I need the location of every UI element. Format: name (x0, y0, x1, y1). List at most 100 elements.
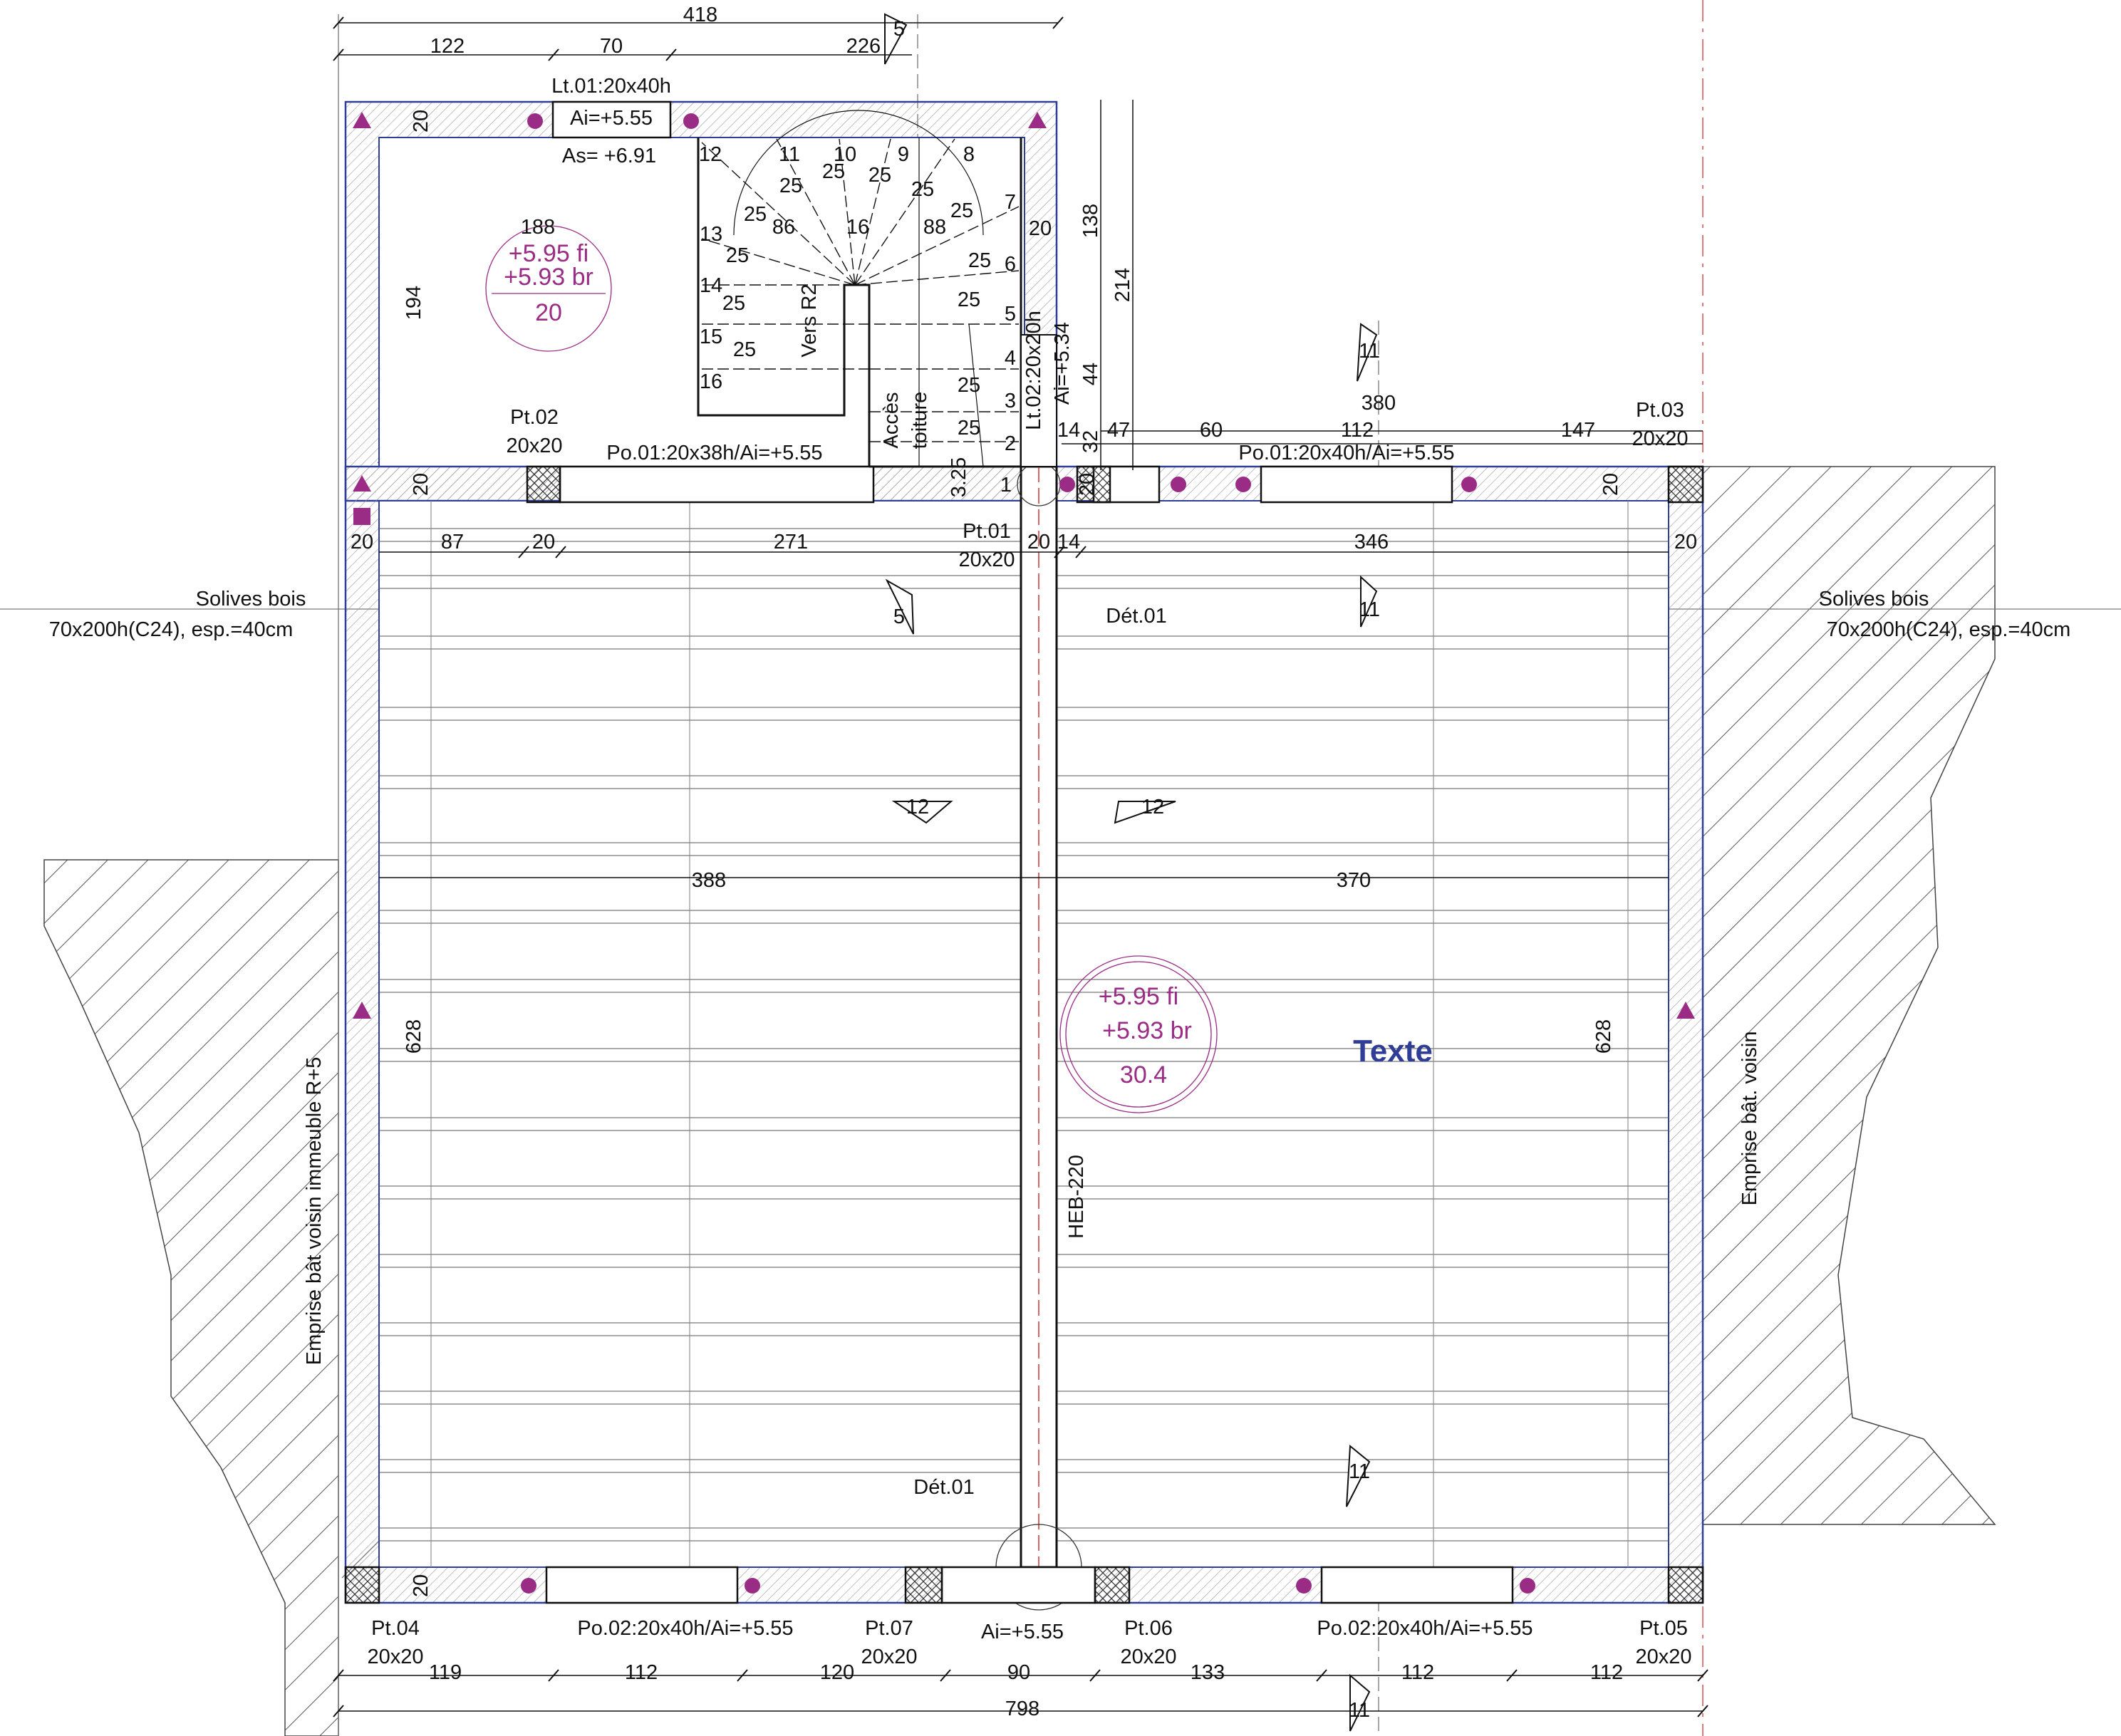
neighbor-right-label: Emprise bât. voisin (1738, 1031, 1761, 1206)
pt01-name: Pt.01 (963, 520, 1011, 543)
beam-ai-bottom: Ai=+5.55 (981, 1621, 1064, 1643)
dim-628-left: 628 (403, 1019, 425, 1054)
going-6: 25 (958, 289, 980, 311)
dim-346: 346 (1354, 531, 1389, 553)
going-1: 25 (822, 160, 845, 183)
dimension-ticks (333, 16, 1708, 1717)
step-16: 16 (700, 370, 722, 393)
level-markers (353, 112, 1695, 1594)
wall-20-f: 20 (351, 531, 373, 553)
texte-label: Texte (1353, 1034, 1433, 1069)
lintel-ai: Ai=+5.55 (570, 107, 653, 130)
lt02-name: Lt.02:20x20h (1022, 311, 1045, 430)
dim-top-70: 70 (600, 35, 623, 58)
section-mark-12-b: 12 (1141, 796, 1164, 818)
wall-20-a: 20 (410, 110, 432, 132)
posts (344, 465, 1704, 1604)
dim-138: 138 (1079, 204, 1102, 238)
dim-370: 370 (1337, 869, 1371, 892)
neighbor-left-hatch (43, 859, 339, 1736)
section-mark-5-top: 5 (893, 18, 905, 41)
section-mark-11-a: 11 (1359, 340, 1380, 363)
step-5: 5 (1005, 303, 1016, 326)
staircase (697, 110, 1057, 468)
joists (379, 501, 1669, 1567)
pt04-name: Pt.04 (371, 1617, 420, 1640)
lintel-name: Lt.01:20x40h (551, 75, 671, 98)
going-11: 25 (726, 244, 749, 267)
dim-32: 32 (1079, 430, 1102, 453)
main-level-fi: +5.95 fi (1099, 983, 1178, 1010)
pt04-size: 20x20 (367, 1646, 423, 1668)
dim-top-226: 226 (846, 35, 881, 58)
step-1: 1 (1000, 474, 1012, 497)
beam-po01-left: Po.01:20x38h/Ai=+5.55 (606, 442, 822, 464)
dim-top-122: 122 (430, 35, 465, 58)
lintel-as: As= +6.91 (562, 145, 656, 167)
pt05-size: 20x20 (1635, 1646, 1691, 1668)
dimension-lines (338, 22, 1703, 1712)
pt02-name: Pt.02 (510, 406, 559, 429)
dim-90: 90 (1007, 1661, 1030, 1684)
step-10: 10 (834, 143, 856, 166)
section-mark-11-d: 11 (1349, 1699, 1370, 1722)
step-3: 3 (1005, 390, 1016, 412)
dim-87: 87 (441, 531, 464, 553)
main-slab: 30.4 (1120, 1061, 1167, 1088)
wall-20-e: 20 (1599, 473, 1622, 496)
upper-room-height: 194 (403, 286, 425, 320)
beam-po02-left: Po.02:20x40h/Ai=+5.55 (577, 1617, 793, 1640)
stair-radius-88: 88 (923, 216, 946, 239)
wall-beams (545, 100, 1514, 1604)
pt05-name: Pt.05 (1639, 1617, 1688, 1640)
step-2: 2 (1005, 432, 1016, 455)
dim-133: 133 (1191, 1661, 1225, 1684)
joists-left-line2: 70x200h(C24), esp.=40cm (49, 618, 294, 641)
joists-right-line2: 70x200h(C24), esp.=40cm (1827, 618, 2071, 641)
dim-120: 120 (820, 1661, 854, 1684)
stair-acces: Accès (880, 393, 903, 449)
upper-level-br: +5.93 br (504, 264, 593, 291)
neighbor-right-hatch (1702, 466, 1996, 1525)
section-mark-5: 5 (893, 605, 905, 628)
upper-level-fi: +5.95 fi (509, 240, 588, 267)
dim-628-right: 628 (1592, 1019, 1615, 1054)
step-4: 4 (1005, 347, 1016, 370)
going-4: 25 (950, 199, 973, 222)
wall-20-i: 20 (1674, 531, 1697, 553)
stair-vers: Vers R2 (798, 284, 821, 357)
step-11: 11 (779, 143, 800, 166)
main-level-br: +5.93 br (1102, 1017, 1192, 1044)
going-9: 25 (779, 175, 802, 197)
joists-left-line1: Solives bois (196, 588, 306, 610)
step-9: 9 (898, 143, 909, 166)
step-8: 8 (963, 143, 975, 166)
step-12: 12 (699, 143, 722, 166)
going-12: 25 (722, 292, 745, 315)
dim-14: 14 (1057, 419, 1080, 442)
going-13: 25 (733, 338, 756, 361)
pt07-name: Pt.07 (865, 1617, 913, 1640)
wall-20-j: 20 (410, 1574, 432, 1597)
dim-112-b: 112 (1401, 1661, 1434, 1684)
joists-right-line1: Solives bois (1819, 588, 1929, 610)
dim-top-total: 418 (683, 4, 717, 26)
pt06-name: Pt.06 (1124, 1617, 1173, 1640)
neighbor-left-label: Emprise bât voisin immeuble R+5 (303, 1057, 326, 1366)
dim-119: 119 (429, 1661, 462, 1684)
stair-first-riser: 3.25 (948, 457, 970, 497)
stair-radius-86: 86 (772, 216, 795, 239)
upper-room-width: 188 (521, 216, 555, 239)
dim-388: 388 (692, 869, 726, 892)
beam-heb-label: HEB-220 (1065, 1155, 1088, 1239)
stair-toiture: toiture (908, 392, 931, 449)
going-5: 25 (968, 249, 991, 272)
going-8: 25 (958, 417, 980, 440)
going-2: 25 (868, 164, 891, 187)
dim-380: 380 (1362, 392, 1396, 415)
pt03-size: 20x20 (1632, 427, 1688, 450)
going-3: 25 (911, 178, 934, 201)
wall-20-d: 20 (1076, 473, 1099, 496)
step-6: 6 (1005, 253, 1016, 276)
